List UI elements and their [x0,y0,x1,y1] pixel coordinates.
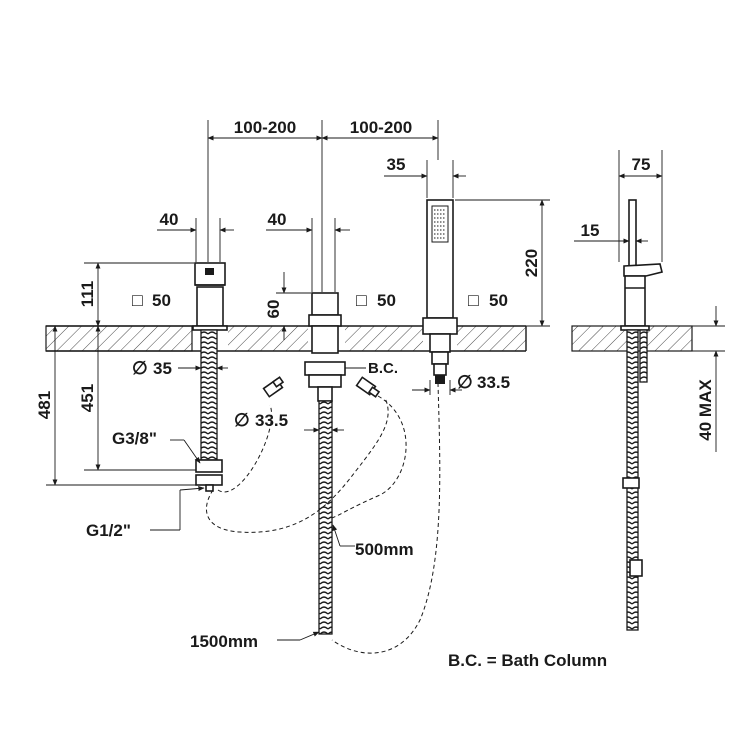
diameter-symbol-33-5-left: ∅ [234,410,250,430]
dimension-lines [46,120,550,641]
square-symbol-right: □ [468,290,479,310]
side-dim-15: 15 [581,221,600,240]
deck-hatch-mid-a [228,326,308,351]
diameter-symbol-35: ∅ [132,358,148,378]
side-dim-40-max: 40 MAX [696,379,715,441]
hand-shower [422,199,458,384]
dim-square-left: 50 [152,291,171,310]
square-symbol-mid: □ [356,290,367,310]
dim-handshower-width: 35 [387,155,406,174]
dim-height-481: 481 [35,391,54,419]
dim-height-60: 60 [264,300,283,319]
deck-hatch-mid-b [345,326,423,351]
bc-label: B.C. [368,360,398,377]
hose-500mm: 500mm [355,540,414,559]
bath-column [304,292,346,635]
diameter-symbol-33-5-right: ∅ [457,372,473,392]
deck-hatch-left [45,325,193,352]
dim-spacing-left: 100-200 [234,118,296,137]
dim-height-220: 220 [522,249,541,277]
dim-spacing-right: 100-200 [350,118,412,137]
dim-handle-width: 40 [160,210,179,229]
dim-dia-33-5-right: 33.5 [477,373,510,392]
dim-square-mid: 50 [377,291,396,310]
dim-dia-35: 35 [153,359,172,378]
dim-height-451: 451 [78,384,97,412]
elbow-fitting-left [262,376,285,398]
mixer-handle [192,262,228,492]
dimension-text: 100-200 100-200 35 40 40 □ 50 □ 50 □ 50 … [35,118,541,651]
square-symbol-left: □ [132,290,143,310]
legend-bc-definition: B.C. = Bath Column [448,651,607,670]
dim-square-right: 50 [489,291,508,310]
hose-1500mm: 1500mm [190,632,258,651]
side-view: 75 15 40 MAX [571,150,725,631]
thread-g12: G1/2" [86,521,131,540]
flex-hose-paths [205,382,441,654]
dim-dia-33-5-left: 33.5 [255,411,288,430]
thread-g38: G3/8" [112,429,157,448]
deck-hatch-right [457,326,526,351]
dim-spout-width: 40 [268,210,287,229]
dim-height-111: 111 [78,281,97,308]
elbow-fitting-right [355,376,381,398]
side-dim-75: 75 [632,155,651,174]
